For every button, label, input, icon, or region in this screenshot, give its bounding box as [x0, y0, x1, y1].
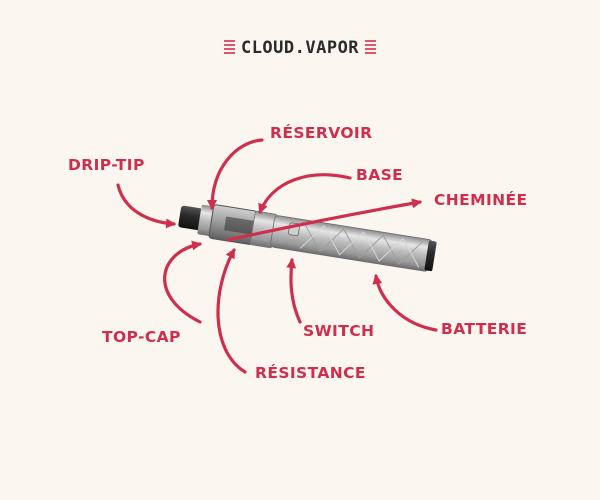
drip-tip-part — [178, 205, 203, 231]
brand-name: CLOUD.VAPOR — [240, 38, 360, 58]
brand-logo: CLOUD.VAPOR — [0, 38, 600, 58]
label-resistance: RÉSISTANCE — [255, 364, 366, 382]
arrow-cheminee — [226, 198, 422, 242]
arrow-switch — [286, 258, 302, 324]
label-batterie: BATTERIE — [441, 320, 528, 338]
label-drip-tip: DRIP-TIP — [68, 156, 145, 174]
label-switch: SWITCH — [303, 322, 375, 340]
arrow-base — [258, 173, 352, 214]
arrow-reservoir — [207, 138, 264, 210]
vape-pen — [178, 204, 437, 272]
logo-bars-left — [223, 40, 235, 56]
arrow-top-cap — [163, 240, 202, 324]
arrow-resistance — [216, 248, 247, 374]
label-base: BASE — [356, 166, 404, 184]
logo-bars-right — [365, 40, 377, 56]
label-top-cap: TOP-CAP — [102, 328, 181, 346]
label-reservoir: RÉSERVOIR — [270, 124, 373, 142]
arrow-drip-tip — [116, 183, 176, 229]
arrow-batterie — [372, 274, 438, 332]
label-cheminee: CHEMINÉE — [434, 191, 528, 209]
